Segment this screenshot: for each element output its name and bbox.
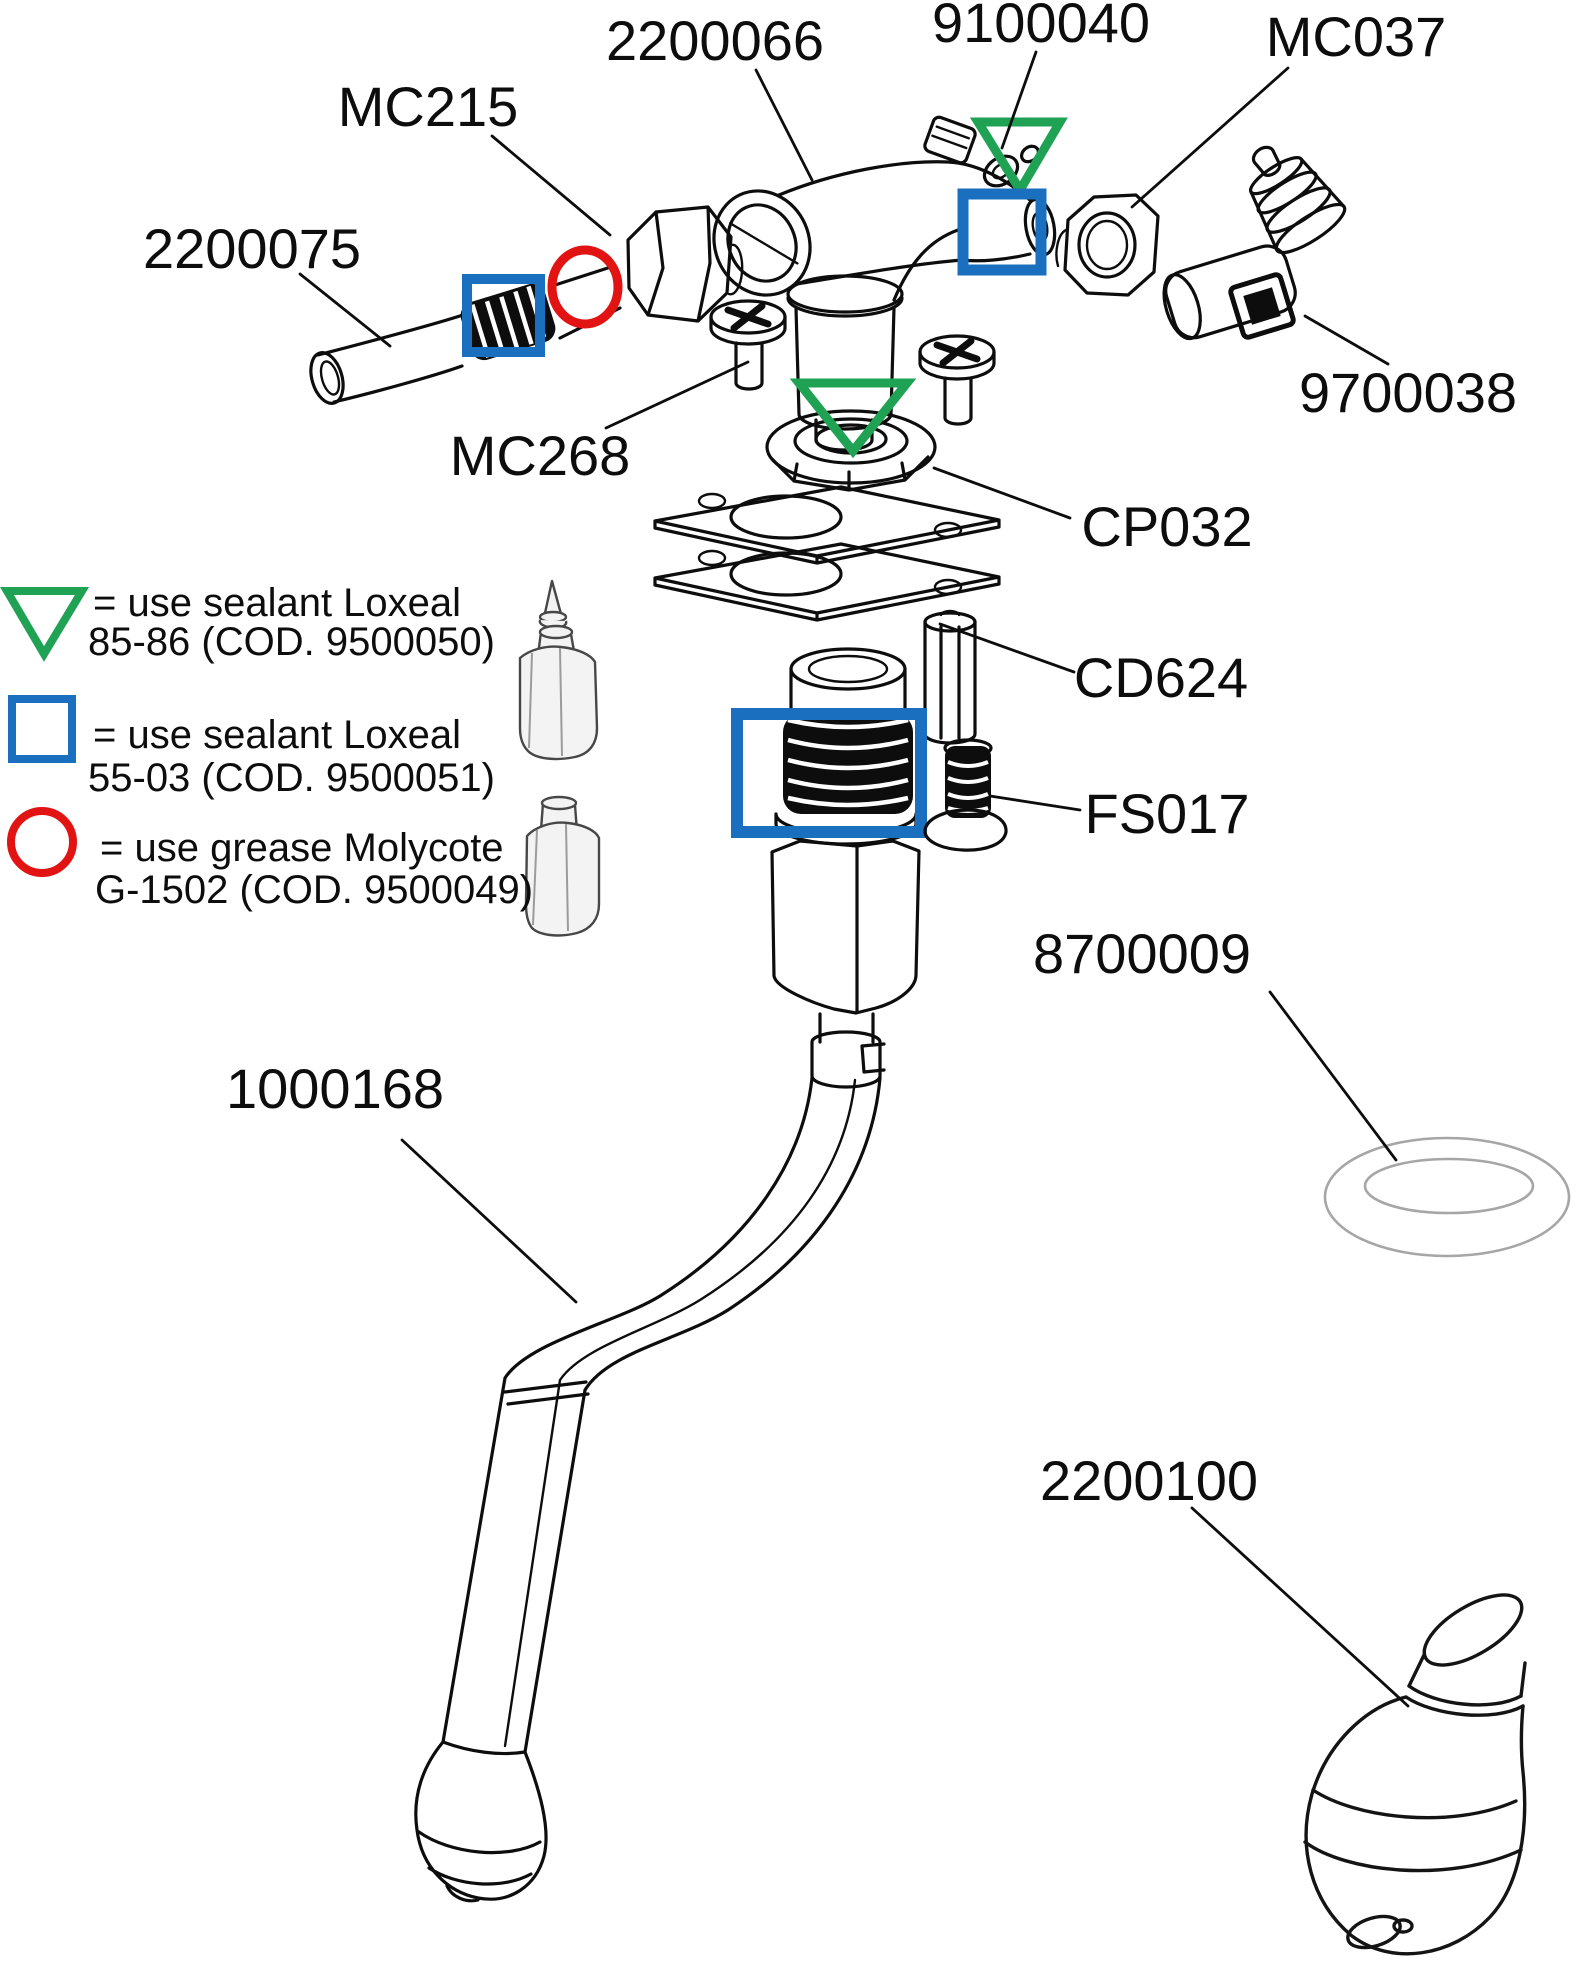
leader-2200100 (1190, 1506, 1410, 1708)
part-label-9700038: 9700038 (1299, 361, 1517, 424)
part-gasket-lower (653, 542, 1001, 622)
leader-1000168 (400, 1138, 578, 1304)
leader-fs017 (988, 794, 1082, 812)
part-mc268-screw-2 (918, 334, 996, 426)
legend-sealant-triangle-icon (0, 587, 90, 662)
part-label-mc268: MC268 (450, 424, 631, 487)
legend-row3-line1: = use grease Molycote (100, 826, 504, 870)
marker-grease-circle-icon (547, 245, 623, 329)
leader-cp032 (932, 466, 1072, 520)
legend-row2-line1: = use sealant Loxeal (93, 713, 461, 757)
part-cd624-spacer (923, 609, 977, 745)
sealant-bottle-needle-tip (518, 579, 599, 761)
leader-lines (298, 50, 1410, 1708)
legend-row1-line1: = use sealant Loxeal (93, 581, 461, 625)
part-label-2200066: 2200066 (606, 9, 824, 72)
leader-mc037 (1130, 66, 1290, 209)
part-label-8700009: 8700009 (1033, 922, 1251, 985)
part-label-1000168: 1000168 (226, 1057, 444, 1120)
part-label-cp032: CP032 (1081, 495, 1252, 558)
part-label-mc037: MC037 (1266, 5, 1447, 68)
leader-9700038 (1303, 314, 1390, 366)
leader-mc268 (604, 360, 750, 430)
marker-sealant-square-inlet-icon (462, 274, 545, 357)
part-gasket-upper (653, 485, 1001, 565)
part-label-9100040: 9100040 (932, 0, 1150, 54)
legend-sealant-square-icon (8, 695, 76, 763)
grease-bottle (524, 795, 601, 937)
part-2200100-nozzle (1303, 1593, 1527, 1956)
part-8700009-o-ring (1323, 1136, 1571, 1258)
marker-sealant-triangle-cp032-icon (789, 378, 917, 459)
marker-sealant-square-side-port-icon (957, 188, 1047, 276)
part-label-fs017: FS017 (1085, 782, 1250, 845)
leader-2200066 (754, 68, 814, 182)
leader-2200075 (298, 272, 392, 348)
part-label-2200100: 2200100 (1040, 1449, 1258, 1512)
part-label-2200075: 2200075 (143, 217, 361, 280)
legend-grease-circle-icon (7, 807, 77, 877)
part-9700038-elbow-fitting (1162, 145, 1347, 341)
leader-cd624 (938, 622, 1076, 674)
marker-sealant-triangle-top-icon (969, 117, 1068, 199)
legend-row3-line2: G-1502 (COD. 9500049) (95, 868, 533, 912)
part-2200075-inlet-tube (309, 264, 622, 405)
part-label-cd624: CD624 (1074, 646, 1248, 709)
leader-8700009 (1268, 990, 1398, 1162)
part-1000168-steam-pipe (414, 1076, 882, 1903)
part-mc037-nut (1055, 193, 1160, 297)
legend-row1-line2: 85-86 (COD. 9500050) (88, 620, 495, 664)
marker-sealant-square-valve-threads-icon (731, 708, 927, 838)
part-2200066-elbow-body (712, 115, 1057, 452)
leader-9100040 (1000, 50, 1038, 150)
part-label-mc215: MC215 (338, 75, 519, 138)
leader-mc215 (490, 134, 612, 237)
part-fs017-set-screw (923, 738, 1008, 852)
legend: = use sealant Loxeal 85-86 (COD. 9500050… (0, 581, 533, 912)
legend-row2-line2: 55-03 (COD. 9500051) (88, 756, 495, 800)
part-mc268-screw-1 (709, 299, 787, 391)
part-labels: 2200066 9100040 MC037 MC215 2200075 9700… (143, 0, 1517, 1512)
